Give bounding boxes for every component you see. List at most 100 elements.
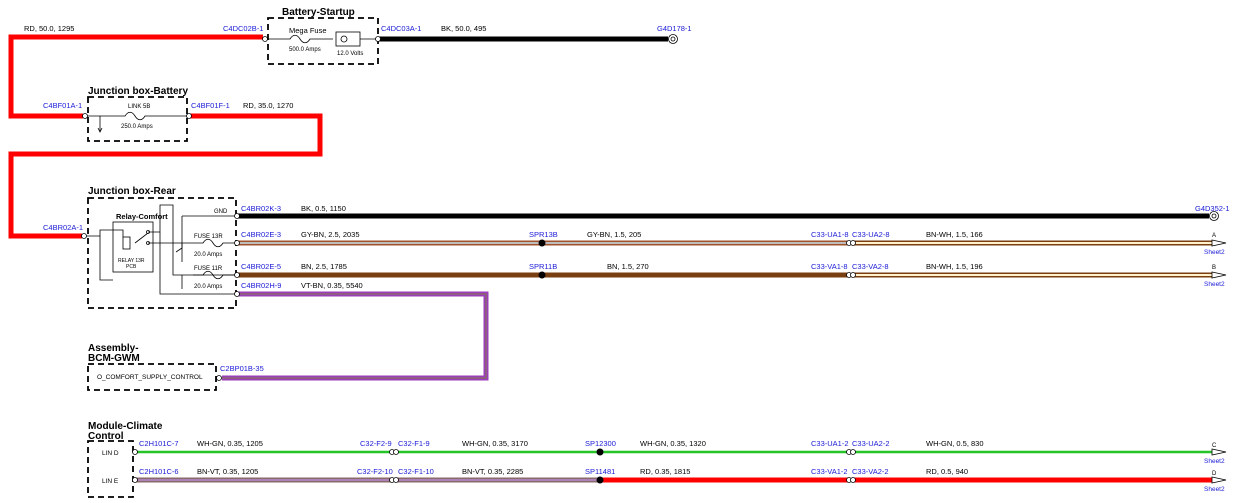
fuse11-symbol [193,270,236,280]
connector-sp11481[interactable]: SP11481 [585,467,615,476]
wire-label-bk-1150: BK, 0.5, 1150 [301,204,346,213]
pin-c2h101c7[interactable] [132,449,138,455]
connector-c4dc02b[interactable]: C4DC02B-1 [223,24,263,33]
ground-icon-g4d352 [1209,211,1219,221]
jb-battery-box [87,96,188,142]
block-title-bcm-gwm: BCM-GWM [88,353,140,364]
pin-c4bf01f[interactable] [186,113,192,119]
connector-g4d352[interactable]: G4D352-1 [1195,204,1230,213]
offpage-arrow-c-icon[interactable] [1211,448,1227,456]
battery-terminal [340,35,348,43]
link-label: LINK 5B [128,104,150,110]
wire-label-rd-1295: RD, 50.0, 1295 [24,24,74,33]
inline-connector-va8[interactable] [846,272,856,278]
connector-c4dc03a[interactable]: C4DC03A-1 [381,24,421,33]
connector-c32f29[interactable]: C32-F2-9 [360,439,392,448]
fuse13-symbol [193,238,236,248]
wire-label-bk-495: BK, 50.0, 495 [441,24,486,33]
offpage-sheet-d[interactable]: Sheet2 [1204,486,1225,493]
connector-c33va28[interactable]: C33-VA2-8 [852,262,889,271]
pin-c4dc02b[interactable] [262,36,268,42]
inline-connector-va2[interactable] [846,477,856,483]
wire-label-bn-270: BN, 1.5, 270 [607,262,649,271]
pin-c4bf01a[interactable] [82,113,88,119]
connector-c4br02a[interactable]: C4BR02A-1 [43,223,83,232]
splice-spr13b[interactable] [538,239,546,247]
wire-label-whgn-3170: WH-GN, 0.35, 3170 [462,439,528,448]
connector-c33va22[interactable]: C33-VA2-2 [852,467,889,476]
offpage-c: C [1212,443,1217,449]
pin-c4br02h9[interactable] [234,291,240,297]
connector-c33ua12[interactable]: C33-UA1-2 [811,439,849,448]
offpage-sheet-c[interactable]: Sheet2 [1204,458,1225,465]
wire-label-whgn-1320: WH-GN, 0.35, 1320 [640,439,706,448]
connector-c4br02k[interactable]: C4BR02K-3 [241,204,281,213]
pin-c2bp01b[interactable] [216,375,222,381]
block-title-jb-battery: Junction box-Battery [88,86,188,97]
connector-c2h101c6[interactable]: C2H101C-6 [139,467,179,476]
splice-spr11b[interactable] [538,271,546,279]
wire-label-vtbn-5540: VT-BN, 0.35, 5540 [301,281,363,290]
connector-c33va12[interactable]: C33-VA1-2 [811,467,848,476]
connector-c32f110[interactable]: C32-F1-10 [398,467,434,476]
inline-connector-f10[interactable] [389,477,399,483]
wire-label-bnwh-166: BN-WH, 1.5, 166 [926,230,983,239]
connector-spr11b[interactable]: SPR11B [529,262,557,271]
connector-c2bp01b[interactable]: C2BP01B-35 [220,364,264,373]
connector-c32f19[interactable]: C32-F1-9 [398,439,430,448]
jb-rear-box [87,197,237,309]
connector-c33ua18[interactable]: C33-UA1-8 [811,230,849,239]
inline-connector-f9[interactable] [389,449,399,455]
wire-label-rd-940: RD, 0.5, 940 [926,467,968,476]
connector-c4br02e3[interactable]: C4BR02E-3 [241,230,281,239]
connector-c33ua28[interactable]: C33-UA2-8 [852,230,890,239]
connector-g4d178[interactable]: G4D178-1 [657,24,692,33]
pin-c4br02a[interactable] [81,233,87,239]
pin-c2h101c6[interactable] [132,477,138,483]
connector-c33va18[interactable]: C33-VA1-8 [811,262,848,271]
connector-c32f210[interactable]: C32-F2-10 [357,467,393,476]
offpage-arrow-a-icon[interactable] [1211,239,1227,247]
connector-spr13b[interactable]: SPR13B [529,230,558,239]
ground-icon-g4d178 [668,34,678,44]
wire-rd-1295[interactable] [8,34,263,119]
connector-c2h101c7[interactable]: C2H101C-7 [139,439,179,448]
offpage-sheet-b[interactable]: Sheet2 [1204,281,1225,288]
connector-sp12300[interactable]: SP12300 [585,439,616,448]
fuse13-amps: 20.0 Amps [194,252,222,258]
offpage-arrow-d-icon[interactable] [1211,476,1227,484]
pin-c4br02e3[interactable] [234,240,240,246]
pin-c4br02k[interactable] [234,213,240,219]
pin-c4dc03a[interactable] [375,36,381,42]
wire-label-gybn-205: GY-BN, 1.5, 205 [587,230,641,239]
block-title-jb-rear: Junction box-Rear [88,186,176,197]
wire-label-whgn-1205: WH-GN, 0.35, 1205 [197,439,263,448]
gnd-label: GND [214,209,228,215]
mega-fuse-symbol [267,34,333,44]
wire-label-rd-1815: RD, 0.35, 1815 [640,467,690,476]
block-title-battery-startup: Battery-Startup [282,7,355,18]
fuse11-label: FUSE 11R [194,266,223,272]
jb-rear-feed [86,229,124,237]
battery-startup-box [267,17,379,65]
wire-label-bnwh-196: BN-WH, 1.5, 196 [926,262,983,271]
connector-c4bf01a[interactable]: C4BF01A-1 [43,101,82,110]
splice-sp11481[interactable] [596,476,604,484]
wire-rd-1270[interactable] [8,113,323,239]
connector-c4br02e5[interactable]: C4BR02E-5 [241,262,281,271]
connector-c4bf01f[interactable]: C4BF01F-1 [191,101,230,110]
jb-rear-bus [148,204,236,276]
pin-c4br02e5[interactable] [234,272,240,278]
relay-pcb: PCB [126,264,137,270]
inline-connector-ua8[interactable] [846,240,856,246]
splice-sp12300[interactable] [596,448,604,456]
connector-c4br02h9[interactable]: C4BR02H-9 [241,281,281,290]
battery-volts: 12.0 Volts [337,51,363,57]
offpage-sheet-a[interactable]: Sheet2 [1204,249,1225,256]
connector-c33ua22[interactable]: C33-UA2-2 [852,439,890,448]
offpage-arrow-b-icon[interactable] [1211,271,1227,279]
inline-connector-ua2[interactable] [846,449,856,455]
battery-symbol [335,31,361,47]
gnd-drop [175,216,183,253]
